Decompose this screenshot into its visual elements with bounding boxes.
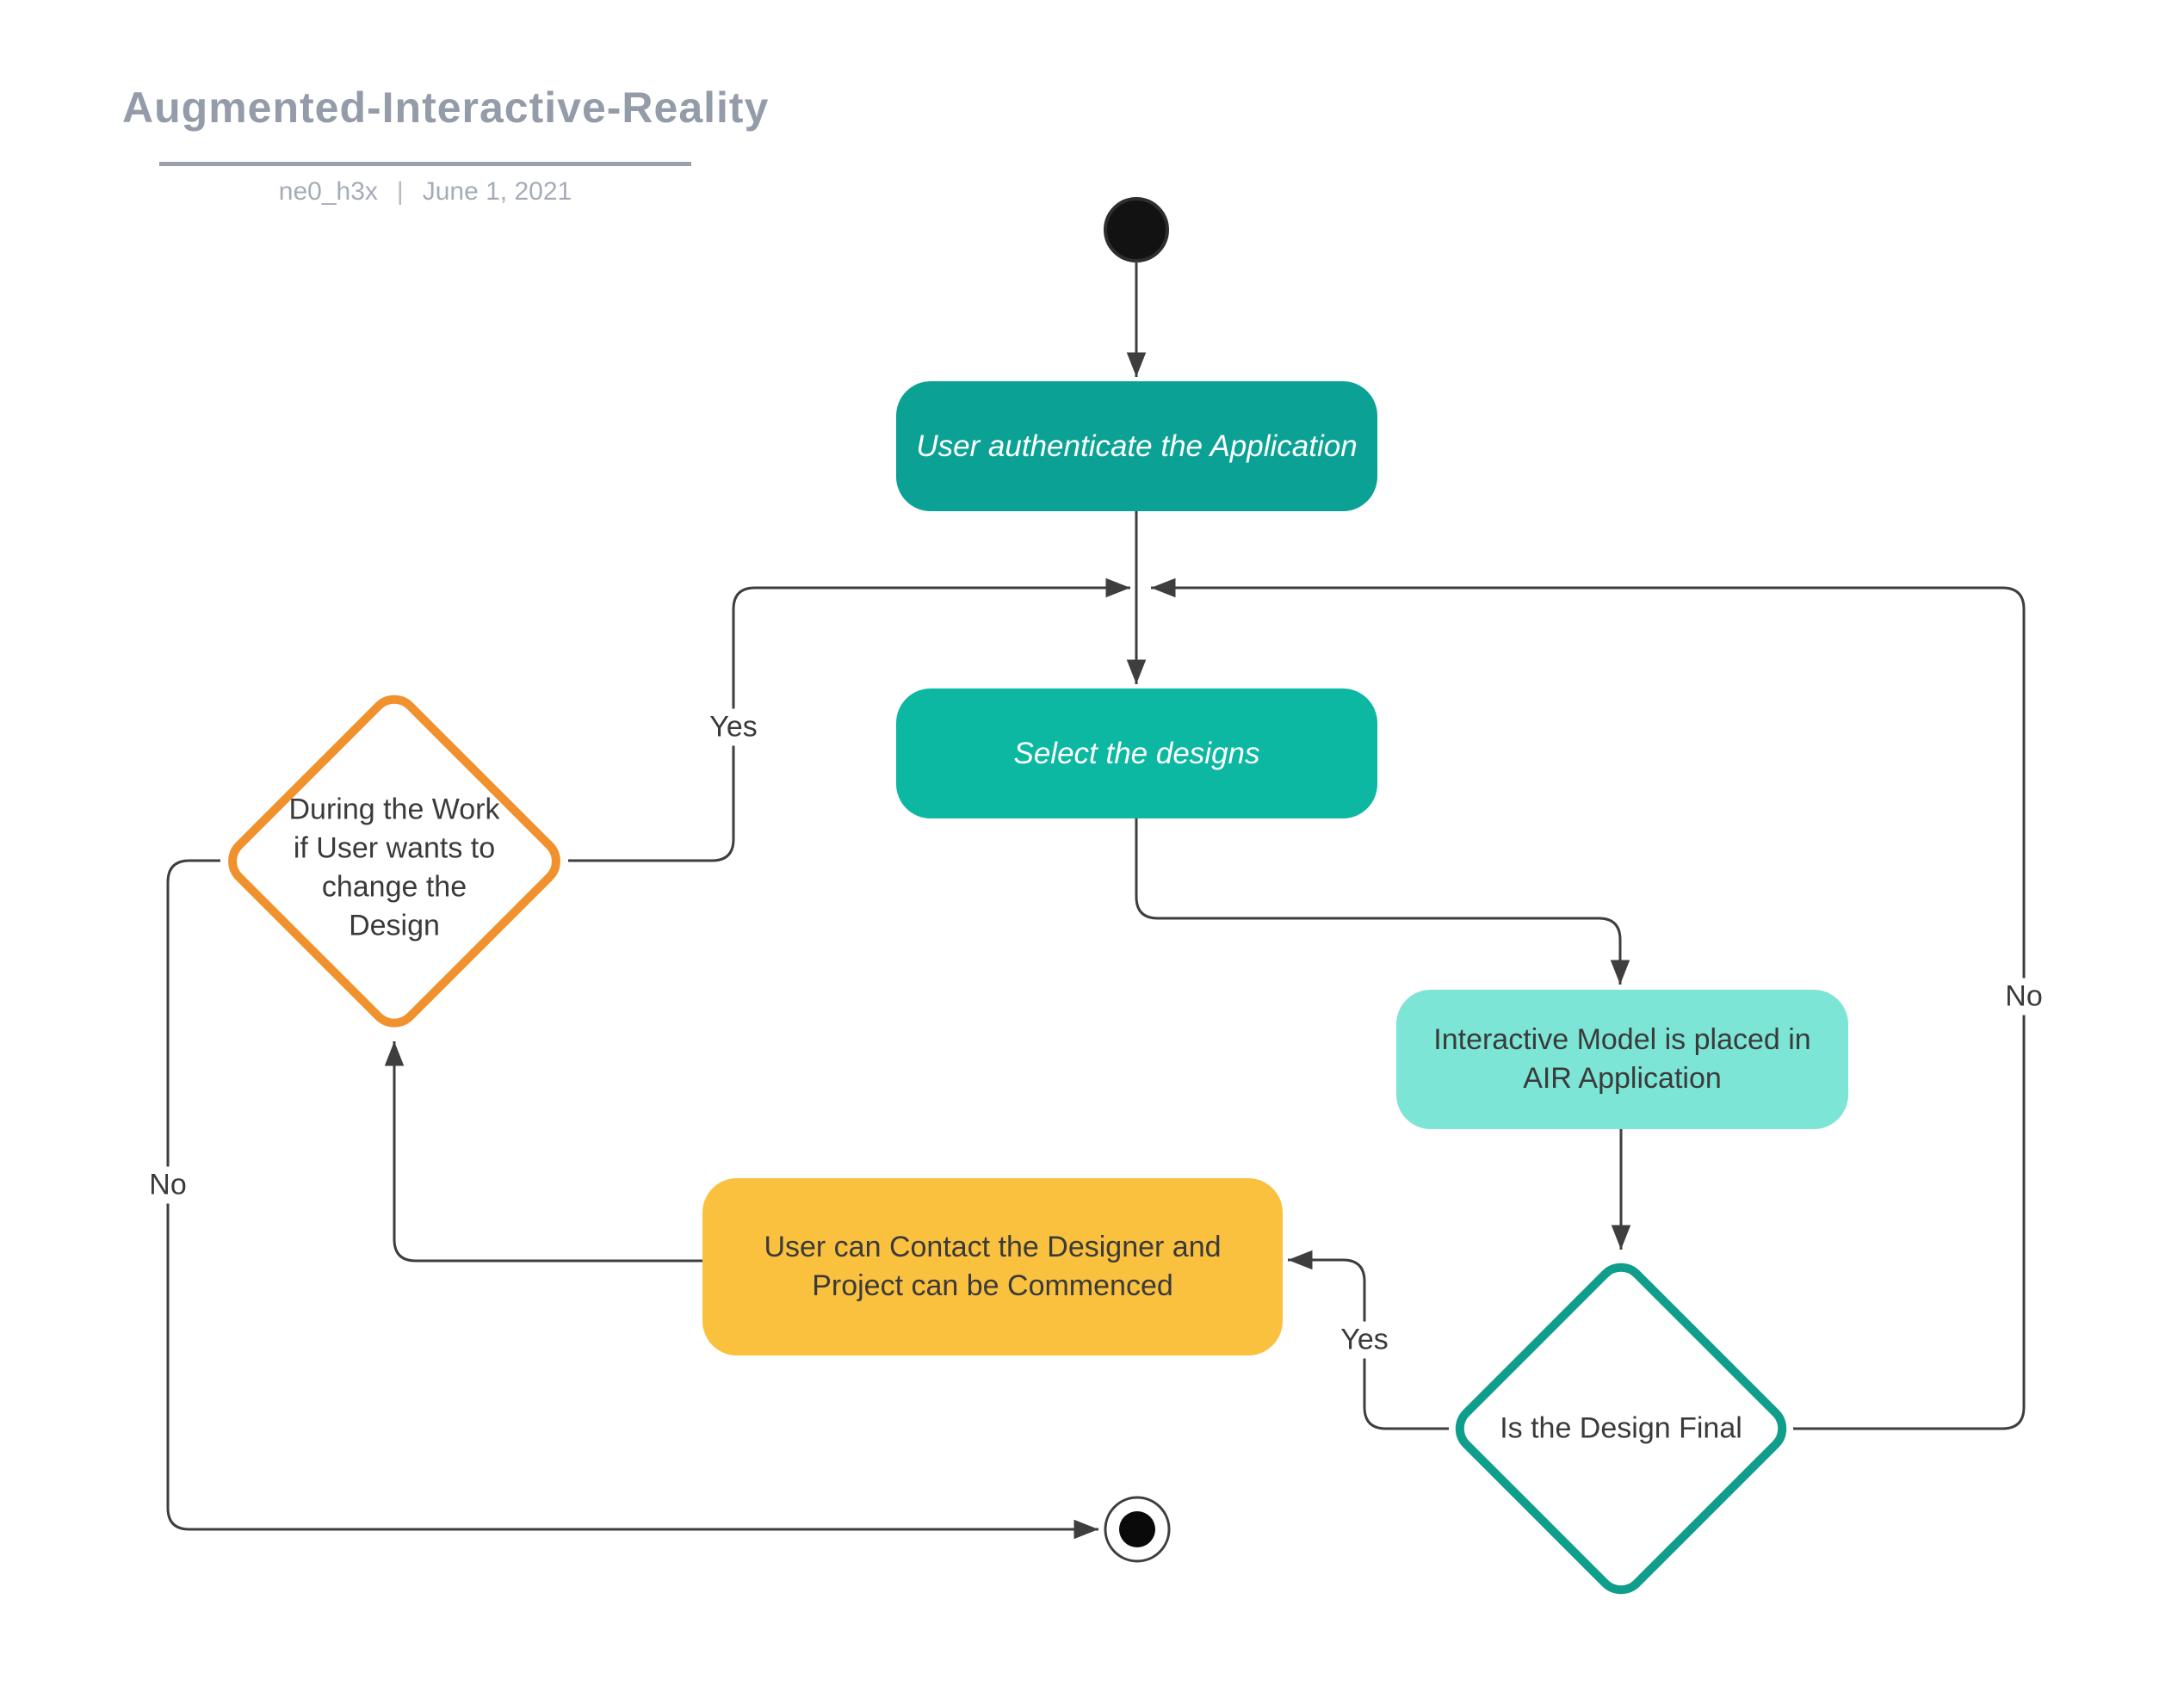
edge-changedesign-no-to-end bbox=[166, 859, 1098, 1540]
edge-changedesign-yes-to-merge bbox=[568, 577, 1130, 862]
end-node-core bbox=[1119, 1511, 1155, 1547]
edge-contact-to-changedesign bbox=[384, 1041, 702, 1263]
edge-select-to-interactive bbox=[1135, 818, 1630, 985]
edge-designfinal-yes-to-contact bbox=[1288, 1250, 1449, 1430]
start-node bbox=[1104, 197, 1169, 262]
decision-design-final-diamond bbox=[1455, 1263, 1787, 1595]
decision-change-design-diamond bbox=[228, 695, 560, 1028]
